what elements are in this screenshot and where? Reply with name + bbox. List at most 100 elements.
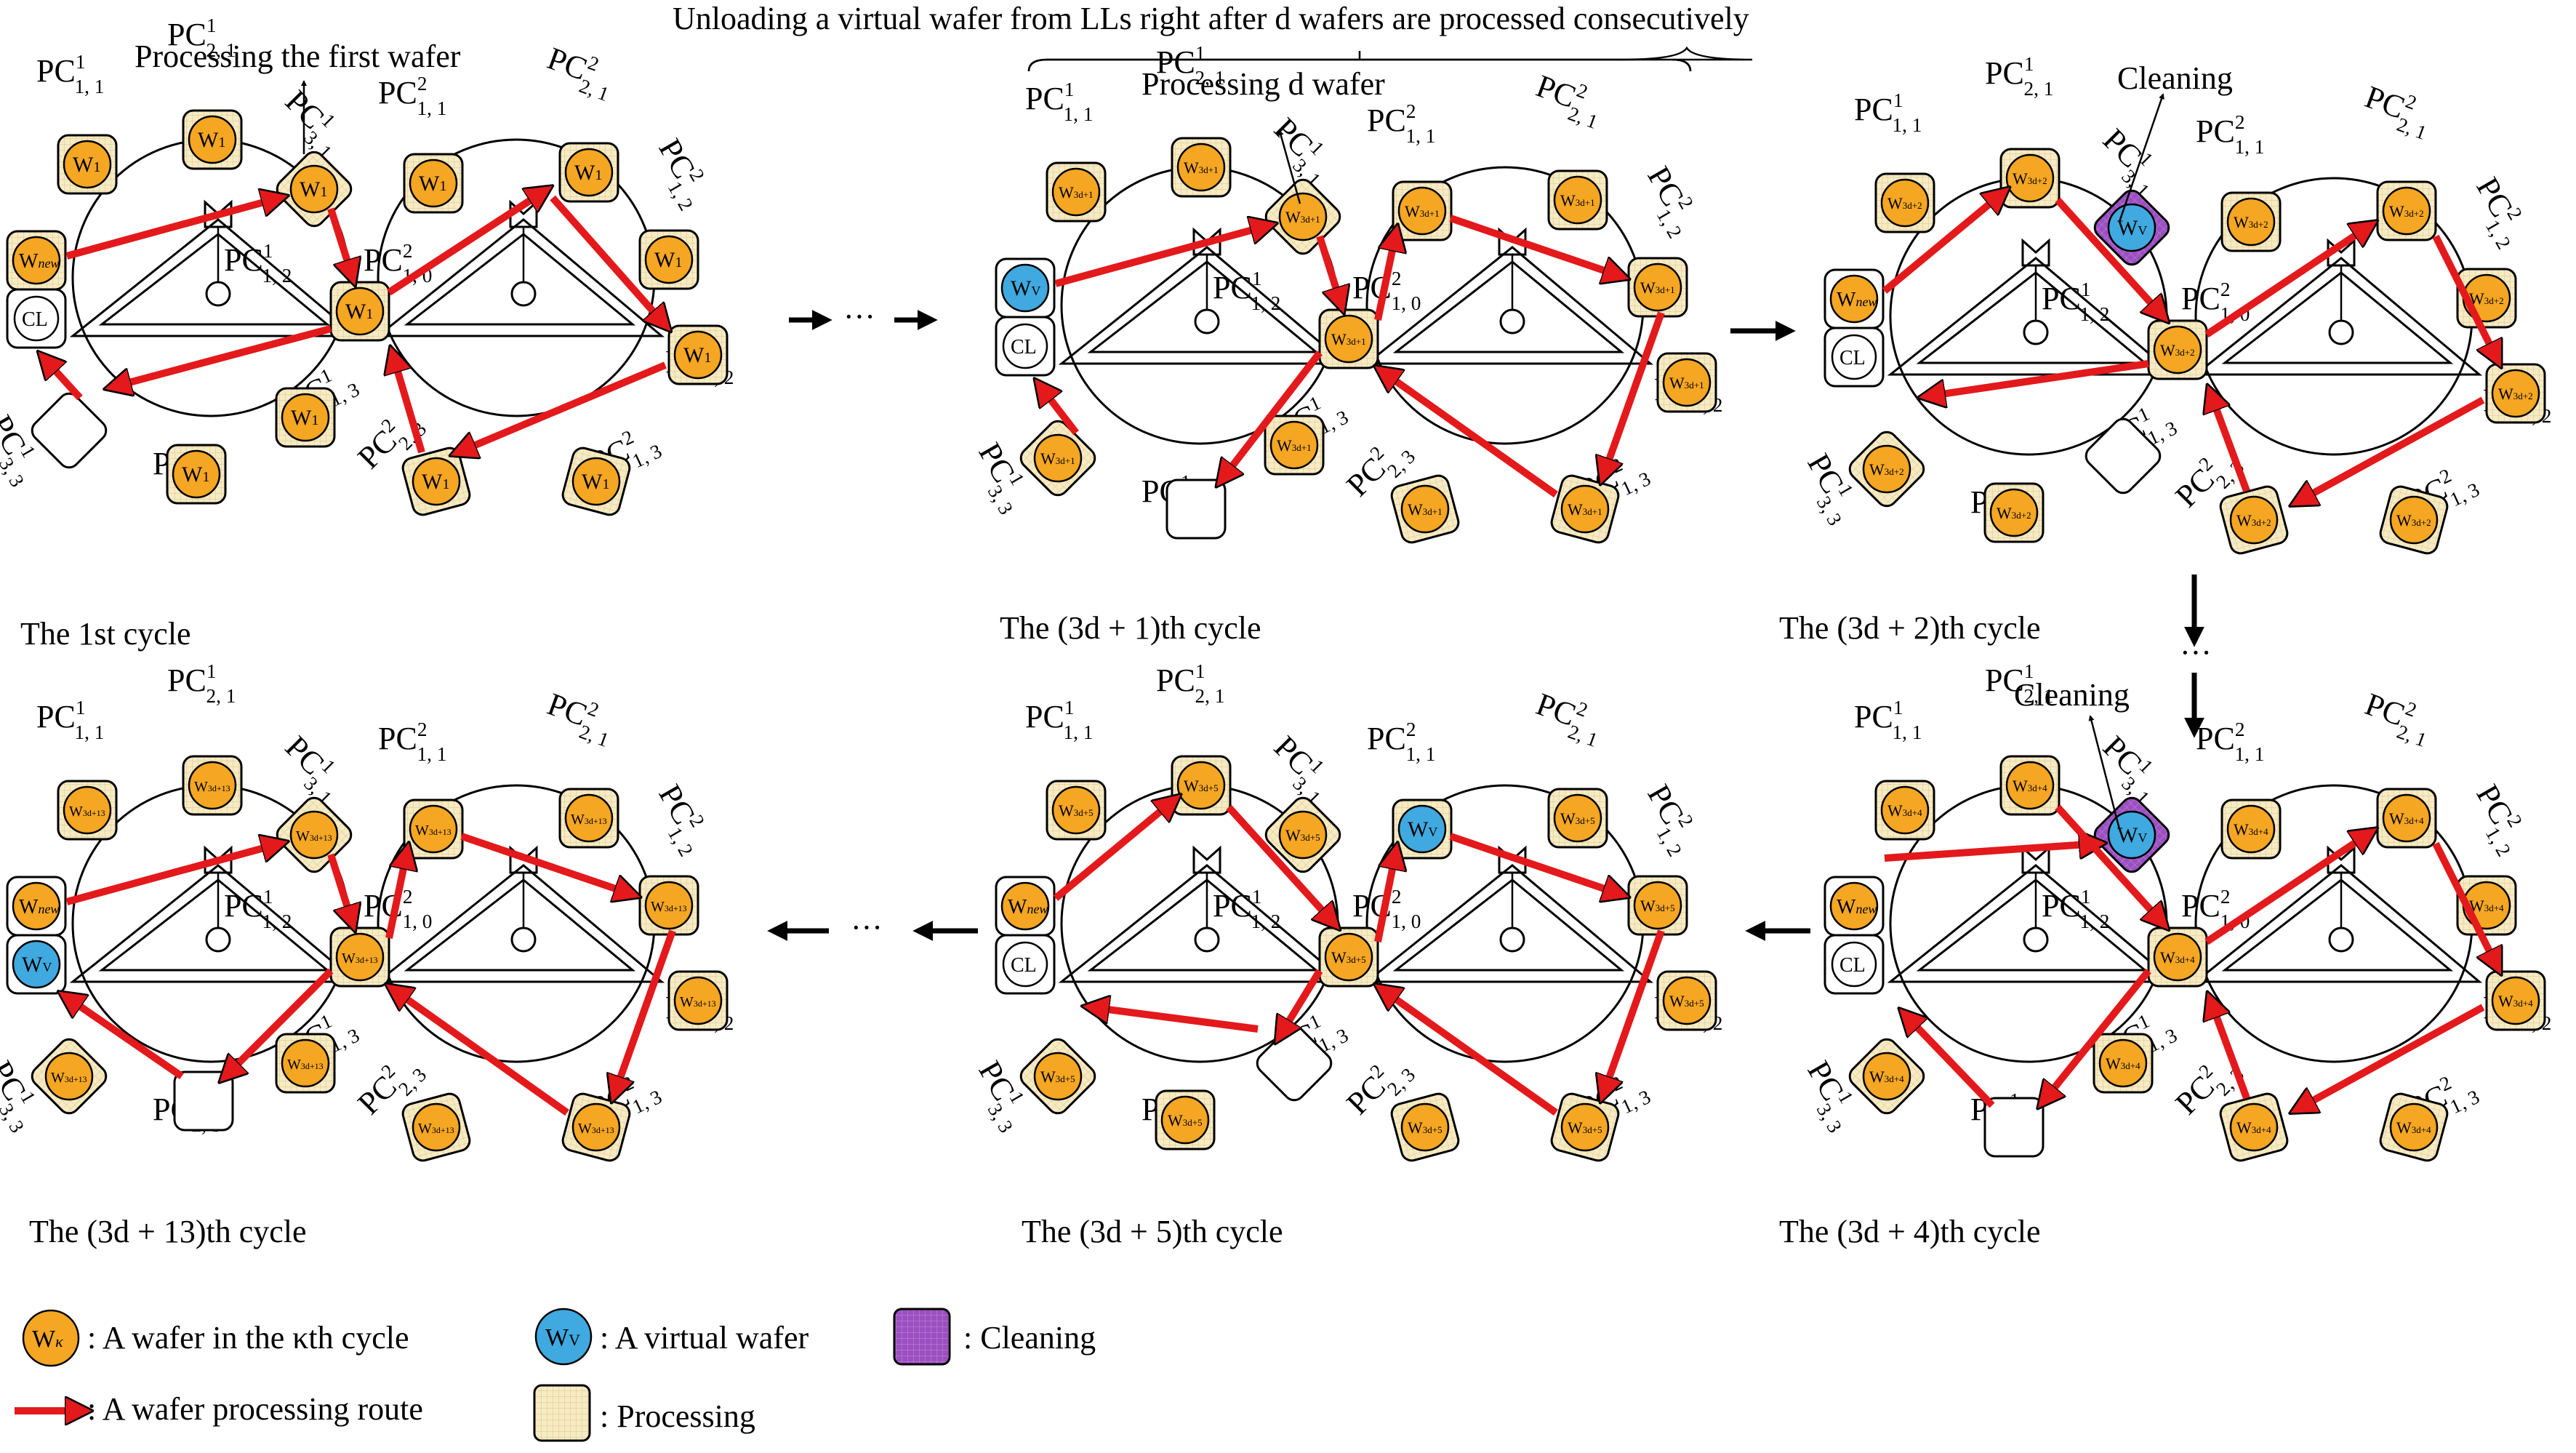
panel-cycle-1: W1 W1 W1 Wnew CL W1 W1 W1 W1 W1 W1 W1 W1… (0, 15, 734, 516)
wafer: W3d+1 (1278, 192, 1328, 241)
svg-text:CL: CL (1839, 954, 1866, 977)
chamber-pc-2-3 (1165, 479, 1227, 540)
virtual-wafer: WV (2107, 203, 2156, 252)
processing-route (1040, 215, 1665, 498)
wafer: W1 (564, 148, 614, 197)
wafer: W3d+1 (1269, 420, 1319, 470)
svg-text:CL: CL (1839, 347, 1866, 369)
wafer: W3d+4 (2226, 804, 2276, 854)
wafer: W1 (412, 457, 461, 506)
legend-cleaning: : Cleaning (893, 1308, 1096, 1366)
wafer: W3d+2 (2005, 153, 2055, 203)
wafer: W3d+1 (1033, 433, 1083, 483)
diagram-title: Unloading a virtual wafer from LLs right… (673, 1, 1749, 36)
svg-text:W3d+13: W3d+13 (296, 828, 332, 844)
wafer: W1 (289, 164, 339, 214)
wafer: W1 (644, 235, 694, 284)
panel-cycle-3d-2: W3d+2 W3d+2 WV Wnew CL W3d+2 W3d+2 W3d+2… (1792, 53, 2552, 555)
wafer: W3d+13 (409, 804, 458, 854)
wafer-new: Wnew (12, 236, 61, 285)
wafer: W3d+2 (2226, 197, 2276, 247)
wafer: W3d+1 (1400, 484, 1450, 534)
caption-cycle-3d-1: The (3d + 1)th cycle (1000, 610, 1261, 646)
chamber-pc-2-3 (173, 1070, 234, 1132)
svg-text:W1: W1 (582, 470, 609, 494)
panel-cycle-3d-5: W3d+5 W3d+5 W3d+5 Wnew CL W3d+5 W3d+5 W3… (963, 660, 1723, 1162)
wafer: W3d+1 (1324, 314, 1373, 364)
wafer: W3d+13 (564, 793, 614, 843)
cl-slot: CL (1002, 941, 1048, 988)
svg-text:W3d+13: W3d+13 (51, 1070, 87, 1086)
processing-d-label: Processing d wafer (1141, 66, 1385, 102)
wafer: W3d+2 (2153, 325, 2202, 375)
cl-slot: CL (1831, 941, 1877, 988)
processing-route (44, 191, 665, 452)
wafer: W1 (172, 449, 221, 499)
svg-text:CL: CL (22, 308, 48, 331)
wafer: W3d+1 (1633, 263, 1682, 312)
chamber-pc-2-3 (1983, 1097, 2045, 1158)
wafer: W1 (571, 457, 621, 506)
svg-text:CL: CL (1011, 954, 1037, 977)
svg-text:W3d+13: W3d+13 (287, 1057, 324, 1073)
wafer: W3d+5 (1633, 881, 1682, 930)
ellipsis: ··· (843, 299, 875, 335)
wafer-new: Wnew (1000, 881, 1050, 931)
wafer: W3d+2 (1880, 178, 1930, 228)
svg-text:W3d+13: W3d+13 (342, 950, 378, 966)
wafer: W1 (409, 159, 458, 208)
wafer: W3d+2 (2382, 186, 2431, 236)
chamber-pc-1-3 (2085, 417, 2162, 495)
wafer: W3d+5 (1051, 785, 1101, 835)
svg-text:W3d+13: W3d+13 (415, 822, 452, 838)
wafer: W3d+4 (2389, 1102, 2439, 1152)
wafer: W3d+13 (412, 1102, 461, 1152)
wafer: W1 (188, 115, 237, 164)
wafer: W3d+2 (2491, 369, 2540, 418)
wafer: W3d+1 (1397, 186, 1447, 236)
svg-text:: Cleaning: : Cleaning (963, 1320, 1096, 1356)
processing-route (1053, 800, 1665, 1116)
ellipsis: ··· (2180, 635, 2212, 671)
wafer: W1 (335, 287, 385, 336)
wafer-new: Wnew (12, 881, 61, 931)
virtual-wafer: WV (2107, 810, 2156, 860)
legend-wafer: Wκ : A wafer in the κth cycle (22, 1309, 409, 1367)
wafer: W3d+4 (1862, 1052, 1911, 1101)
caption-cycle-3d-13: The (3d + 13)th cycle (29, 1214, 307, 1249)
wafer: W3d+13 (644, 881, 694, 930)
wafer: W3d+5 (1278, 810, 1328, 860)
svg-text:: Processing: : Processing (600, 1398, 755, 1434)
panel-cycle-3d-13: W3d+13 W3d+13 W3d+13 Wnew WV W3d+13 W3d+… (0, 660, 734, 1162)
svg-text:W3d+13: W3d+13 (578, 1121, 614, 1137)
wafer: W3d+13 (281, 1038, 330, 1088)
wafer: W3d+5 (1176, 761, 1226, 810)
wafer: W3d+1 (1176, 143, 1226, 192)
svg-text:W3d+13: W3d+13 (194, 779, 230, 795)
wafer: W3d+4 (2382, 793, 2431, 843)
caption-cycle-3d-5: The (3d + 5)th cycle (1022, 1214, 1283, 1249)
cl-slot: CL (1002, 323, 1048, 369)
wafer: W3d+4 (2098, 1038, 2148, 1088)
wafer: W3d+4 (2005, 761, 2055, 810)
virtual-wafer: WV (12, 940, 61, 989)
svg-text:W3d+13: W3d+13 (571, 812, 607, 828)
wafer: W3d+5 (1553, 793, 1602, 843)
wafer: W3d+4 (2229, 1102, 2279, 1152)
wafer: W3d+2 (1862, 444, 1911, 494)
wafer: W3d+5 (1160, 1095, 1210, 1145)
processing-first-label: Processing the first wafer (135, 39, 461, 74)
wafer: W3d+5 (1033, 1052, 1083, 1101)
svg-text:CL: CL (1011, 336, 1037, 359)
wafer: W3d+5 (1560, 1102, 1610, 1152)
virtual-wafer: WV (1397, 804, 1447, 854)
wafer: W3d+2 (2389, 495, 2439, 545)
virtual-wafer: WV (1000, 263, 1050, 313)
wafer: W1 (673, 330, 723, 380)
legend: Wκ : A wafer in the κth cycle WV : A vir… (15, 1308, 1096, 1442)
svg-text:W3d+13: W3d+13 (418, 1121, 454, 1137)
wafer: W3d+13 (571, 1102, 621, 1152)
legend-route: : A wafer processing route (15, 1391, 423, 1427)
cl-slot: CL (13, 295, 60, 342)
